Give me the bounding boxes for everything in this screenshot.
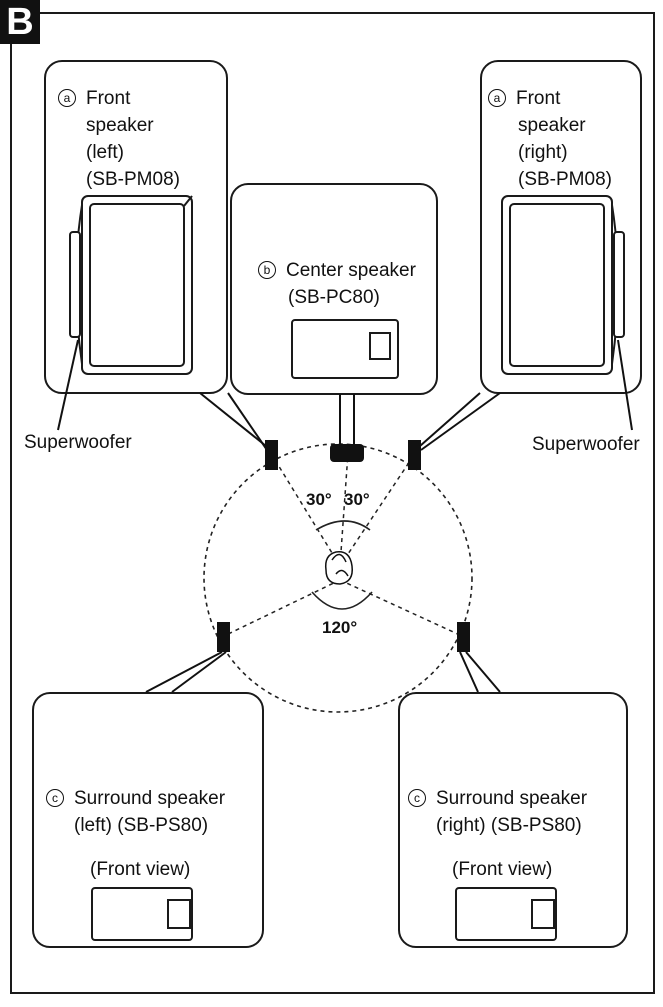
listener-icon [324,551,353,585]
marker-c-icon: c [46,789,64,807]
angle-left-label: 30° [306,490,332,509]
angle-right-label: 30° [344,490,370,509]
surround-right-speaker-graphic [455,887,557,941]
superwoofer-right-label: Superwoofer [532,434,640,455]
front-left-label-line2: speaker [86,115,154,136]
figure-frame [10,12,655,994]
surround-right-position-marker [457,622,470,652]
angle-rear-label: 120° [322,618,358,637]
front-right-label-line2: speaker [518,115,586,136]
front-right-label-line4: (SB-PM08) [518,169,612,190]
rear-angle-arc [311,591,373,610]
front-left-label-line3: (left) [86,142,124,163]
center-position-marker [330,444,364,462]
superwoofer-left-label: Superwoofer [24,432,132,453]
surround-left-label-line2: (left) (SB-PS80) [74,815,209,836]
marker-b-icon: b [258,261,276,279]
listener-sightlines [223,452,463,637]
callout-lines [57,339,633,693]
front-right-label-line3: (right) [518,142,568,163]
surround-right-front-view-label: (Front view) [452,859,553,880]
front-left-label-line4: (SB-PM08) [86,169,180,190]
surround-left-front-view-label: (Front view) [90,859,191,880]
center-speaker-graphic [291,319,399,379]
surround-left-position-marker [217,622,230,652]
center-label-line2: (SB-PC80) [288,287,380,308]
front-left-position-marker [265,440,278,470]
surround-left-speaker-graphic [91,887,193,941]
front-angle-arc [315,520,371,531]
marker-a-icon: a [58,89,76,107]
marker-c-icon: c [408,789,426,807]
listening-circle [203,443,473,713]
surround-right-label-line2: (right) (SB-PS80) [436,815,582,836]
front-left-speaker-graphic [69,195,193,375]
front-right-speaker-graphic [501,195,625,375]
figure-label-badge: B [0,0,40,44]
marker-a-icon: a [488,89,506,107]
front-right-position-marker [408,440,421,470]
